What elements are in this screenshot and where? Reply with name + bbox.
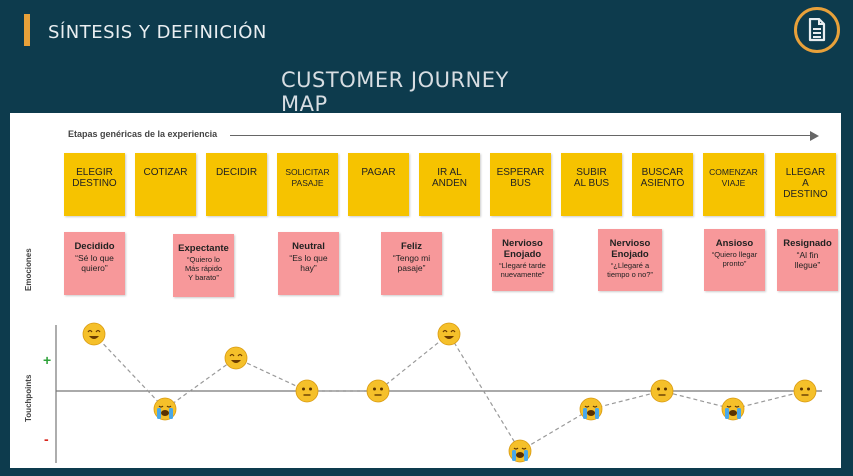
neutral-face-icon bbox=[793, 379, 817, 403]
accent-bar bbox=[24, 14, 30, 46]
minus-sign: - bbox=[44, 431, 49, 447]
stage-axis-label: Etapas genéricas de la experiencia bbox=[68, 129, 218, 139]
emotion-quote: “Tengo mi pasaje” bbox=[392, 253, 431, 273]
stage-card: ELEGIR DESTINO bbox=[64, 153, 125, 216]
stage-card: PAGAR bbox=[348, 153, 409, 216]
emotion-quote: “Es lo que hay” bbox=[289, 253, 328, 273]
crying-face-icon bbox=[579, 397, 603, 421]
emotion-title: Nervioso Enojado bbox=[502, 238, 543, 260]
emotion-title: Ansioso bbox=[715, 238, 754, 249]
page-title: CUSTOMER JOURNEY MAP bbox=[281, 68, 509, 116]
crying-face-icon bbox=[721, 397, 745, 421]
neutral-face-icon bbox=[366, 379, 390, 403]
emotion-title: Resignado bbox=[783, 238, 832, 249]
stage-card: SUBIR AL BUS bbox=[561, 153, 622, 216]
emotion-card: Feliz“Tengo mi pasaje” bbox=[381, 232, 442, 295]
emotion-card: Nervioso Enojado“Llegaré tarde nuevament… bbox=[492, 229, 553, 291]
stage-card: DECIDIR bbox=[206, 153, 267, 216]
stage-card: SOLICITAR PASAJE bbox=[277, 153, 338, 216]
happy-face-icon bbox=[437, 322, 461, 346]
emotion-card: Nervioso Enojado“¿Llegaré a tiempo o no?… bbox=[598, 229, 662, 291]
happy-face-icon bbox=[82, 322, 106, 346]
emotion-quote: “Quiero lo Más rápido Y barato” bbox=[184, 255, 223, 282]
emotion-card: Neutral“Es lo que hay” bbox=[278, 232, 339, 295]
stage-card: ESPERAR BUS bbox=[490, 153, 551, 216]
stage-card: COTIZAR bbox=[135, 153, 196, 216]
emotion-title: Expectante bbox=[178, 243, 229, 254]
emotion-card: Resignado“Al fin llegue” bbox=[777, 229, 838, 291]
stage-card: BUSCAR ASIENTO bbox=[632, 153, 693, 216]
emotion-quote: “Llegaré tarde nuevamente” bbox=[499, 261, 546, 279]
plus-sign: + bbox=[43, 352, 52, 368]
stage-arrow-head bbox=[810, 131, 819, 141]
emotion-card: Expectante“Quiero lo Más rápido Y barato… bbox=[173, 234, 234, 297]
emotion-card: Decidido“Sé lo que quiero” bbox=[64, 232, 125, 295]
touchpoint-line bbox=[93, 333, 806, 452]
crying-face-icon bbox=[153, 397, 177, 421]
emotion-quote: “¿Llegaré a tiempo o no?” bbox=[607, 261, 653, 279]
stage-card: IR AL ANDEN bbox=[419, 153, 480, 216]
page-title-line2: MAP bbox=[281, 92, 328, 116]
stage-card: COMENZAR VIAJE bbox=[703, 153, 764, 216]
section-title: SÍNTESIS Y DEFINICIÓN bbox=[48, 22, 267, 43]
emotion-title: Feliz bbox=[400, 241, 423, 252]
neutral-face-icon bbox=[295, 379, 319, 403]
emotion-quote: “Sé lo que quiero” bbox=[75, 253, 114, 273]
neutral-face-icon bbox=[650, 379, 674, 403]
stage-arrow bbox=[230, 135, 812, 136]
emotion-quote: “Al fin llegue” bbox=[794, 250, 821, 270]
happy-face-icon bbox=[224, 346, 248, 370]
emotion-title: Neutral bbox=[292, 241, 325, 252]
emotion-quote: “Quiero llegar pronto” bbox=[711, 250, 758, 268]
touchpoints-chart bbox=[55, 322, 822, 463]
page-title-line1: CUSTOMER JOURNEY bbox=[281, 68, 509, 92]
emotion-card: Ansioso“Quiero llegar pronto” bbox=[704, 229, 765, 291]
stage-card: LLEGAR A DESTINO bbox=[775, 153, 836, 216]
emotion-title: Nervioso Enojado bbox=[609, 238, 651, 260]
emotion-title: Decidido bbox=[74, 241, 115, 252]
document-button[interactable] bbox=[794, 7, 840, 53]
document-icon bbox=[808, 18, 826, 42]
journey-map: Etapas genéricas de la experiencia ELEGI… bbox=[10, 113, 841, 468]
crying-face-icon bbox=[508, 439, 532, 463]
